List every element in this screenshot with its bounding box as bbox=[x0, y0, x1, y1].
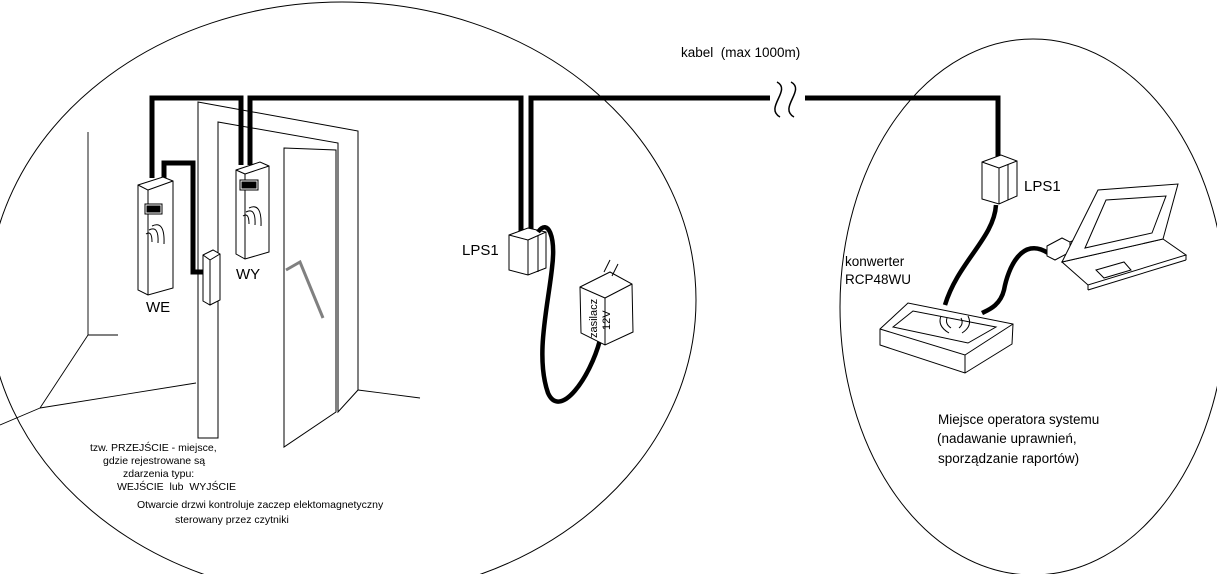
passage-description-line: zdarzenia typu: bbox=[123, 468, 194, 480]
psu-label-line2: 12V bbox=[601, 310, 613, 330]
door-leaf bbox=[283, 147, 337, 448]
passage-description-line: tzw. PRZEJŚCIE - miejsce, bbox=[90, 441, 217, 454]
reader-we-label: WE bbox=[146, 299, 170, 316]
room-walls bbox=[0, 132, 421, 426]
converter-rcp48wu bbox=[879, 302, 1014, 374]
lps-right-label: LPS1 bbox=[1024, 178, 1061, 195]
operator-description-line: sporządzanie raportów) bbox=[938, 451, 1079, 466]
door-lock bbox=[202, 249, 221, 306]
laptop bbox=[1060, 183, 1188, 291]
passage-area-circle bbox=[0, 1, 697, 574]
reader-wy bbox=[235, 161, 270, 260]
door-frame bbox=[197, 101, 359, 439]
door-handle bbox=[285, 259, 325, 319]
converter-label-line2: RCP48WU bbox=[845, 272, 911, 287]
power-supply bbox=[579, 259, 634, 346]
cable-label: kabel (max 1000m) bbox=[681, 45, 800, 60]
reader-wy-label: WY bbox=[236, 266, 260, 283]
passage-description-line: WEJŚCIE lub WYJŚCIE bbox=[117, 480, 236, 493]
passage-description: tzw. PRZEJŚCIE - miejsce, gdzie rejestro… bbox=[90, 441, 384, 526]
reader-we bbox=[137, 176, 174, 296]
operator-area-circle bbox=[839, 38, 1217, 574]
operator-description-line: (nadawanie uprawnień, bbox=[937, 431, 1077, 446]
psu-label-line1: zasilacz bbox=[588, 299, 600, 338]
converter-label-line1: konwerter bbox=[845, 254, 905, 269]
passage-description-line: sterowany przez czytniki bbox=[175, 514, 289, 526]
operator-description-line: Miejsce operatora systemu bbox=[938, 412, 1099, 427]
cables-left bbox=[149, 95, 1001, 275]
operator-description: Miejsce operatora systemu (nadawanie upr… bbox=[937, 412, 1099, 466]
converter-cables bbox=[942, 204, 1050, 316]
passage-description-line: Otwarcie drzwi kontroluje zaczep elektom… bbox=[137, 499, 384, 511]
lps1-right bbox=[981, 154, 1018, 205]
passage-description-line: gdzie rejestrowane są bbox=[103, 455, 205, 467]
psu-cable bbox=[536, 224, 603, 404]
lps-left-label: LPS1 bbox=[462, 242, 499, 259]
lps1-left bbox=[508, 227, 547, 276]
psu-label: zasilacz 12V bbox=[588, 299, 613, 338]
cable-break-mark bbox=[774, 81, 797, 118]
